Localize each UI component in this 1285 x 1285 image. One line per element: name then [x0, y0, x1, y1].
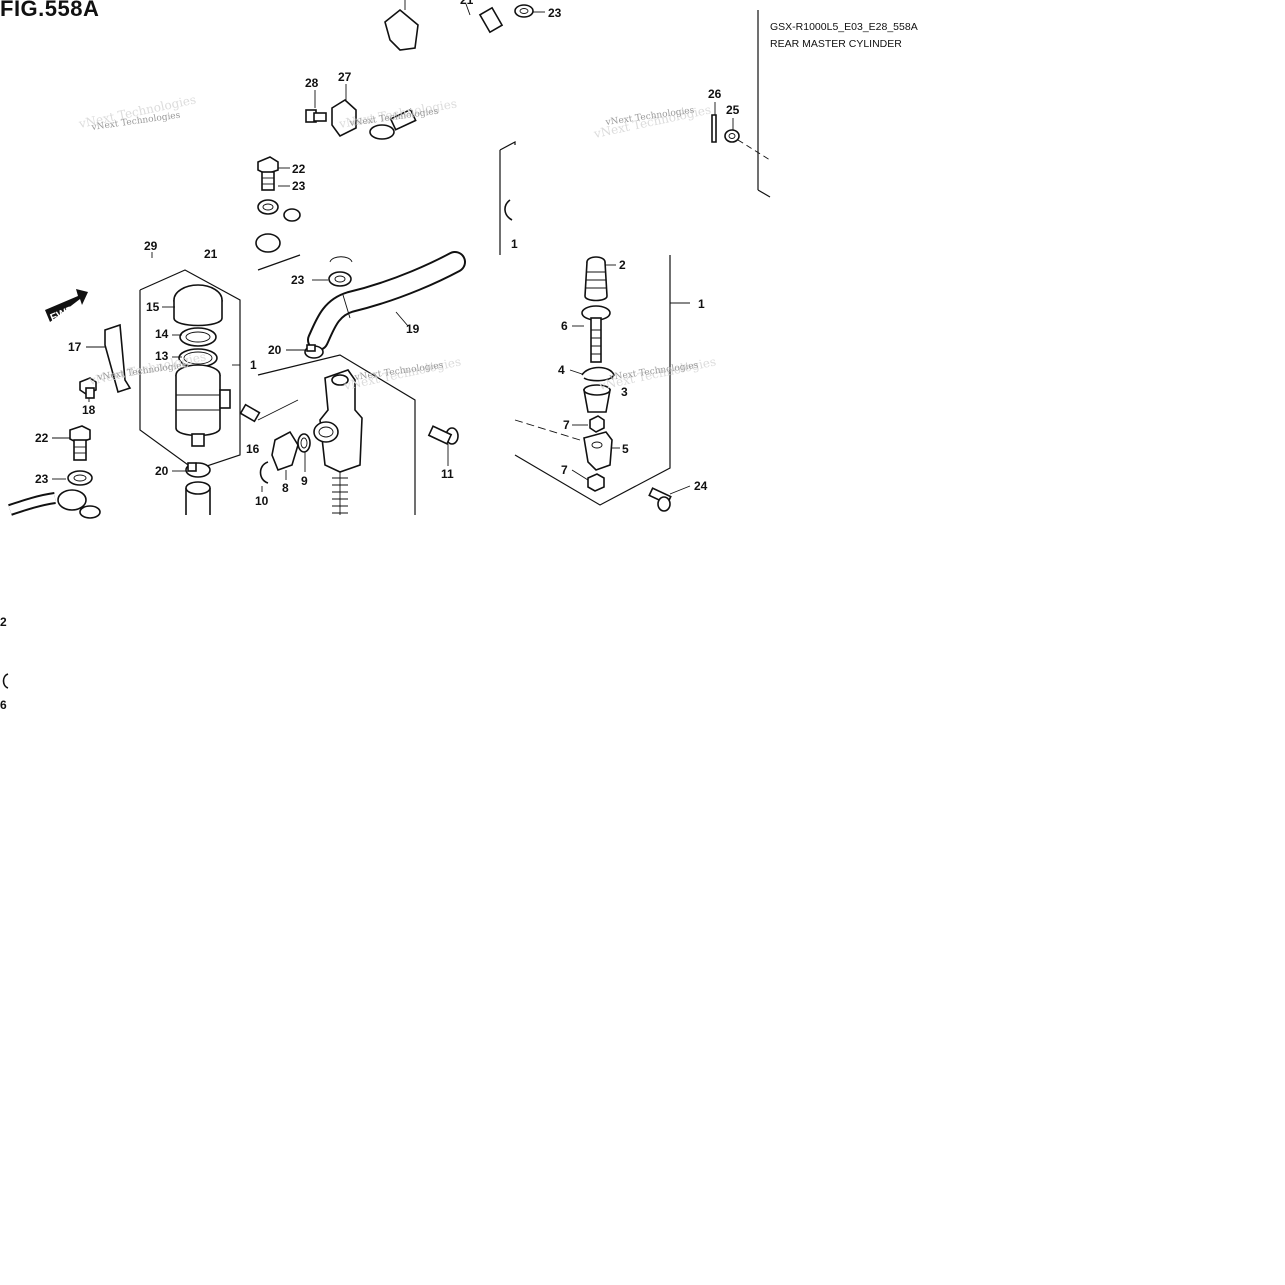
- master-cylinder-body: [313, 369, 363, 515]
- circlip-inner: [504, 199, 513, 221]
- callout-29: 29: [144, 239, 158, 253]
- callout-8: 8: [282, 481, 289, 495]
- washer-25: [724, 129, 740, 143]
- connector-8: [271, 430, 299, 472]
- reservoir-body: [175, 364, 231, 447]
- cotter-pin-26: [711, 114, 717, 143]
- bracket-17: [104, 323, 132, 394]
- plate-14: [179, 327, 217, 347]
- reservoir-hose-19: [307, 251, 466, 351]
- washer-23-top: [514, 4, 534, 18]
- callout-19: 19: [406, 322, 420, 336]
- circlip-10: [259, 461, 269, 484]
- screw-11: [427, 425, 459, 445]
- callout-20: 20: [268, 343, 282, 357]
- bolt-28: [305, 109, 327, 123]
- banjo-bolt-22-upper: [257, 156, 279, 191]
- master-cylinder-frame: [257, 254, 416, 515]
- callout-labels: 21 23 28 27 22 23 29 21 15 14 13 1 17 18…: [0, 0, 740, 712]
- figure-title: FIG.558A: [0, 0, 100, 21]
- clamp-27: [331, 99, 357, 138]
- hose-clip-top: [384, 0, 419, 51]
- callout-7: 7: [561, 463, 568, 477]
- brake-hose-lower: [8, 489, 101, 519]
- banjo-bolt-22-lower: [69, 425, 91, 461]
- o-ring-9: [297, 433, 311, 453]
- push-rod-boot-2: [584, 256, 608, 302]
- callout-21: 21: [460, 0, 474, 7]
- callout-26: 26: [708, 87, 722, 101]
- callout-9: 9: [301, 474, 308, 488]
- callout-24: 24: [694, 479, 708, 493]
- callout-23: 23: [35, 472, 49, 486]
- callout-22: 22: [292, 162, 306, 176]
- piston-assembly-frame: [499, 141, 671, 506]
- callout-22: 22: [35, 431, 49, 445]
- hose-union-fitting: [369, 108, 417, 140]
- bolt-18: [79, 377, 97, 399]
- callout-17: 17: [68, 340, 82, 354]
- watermarks: vNext Technologies vNext Technologies vN…: [77, 92, 717, 393]
- callout-edge-6: 6: [0, 698, 7, 712]
- callout-2: 2: [619, 258, 626, 272]
- callout-13: 13: [155, 349, 169, 363]
- callout-1: 1: [250, 358, 257, 372]
- callout-18: 18: [82, 403, 96, 417]
- fwd-arrow-icon: FWD: [45, 289, 88, 324]
- callout-23: 23: [291, 273, 305, 287]
- callout-edge-2: 2: [0, 615, 7, 629]
- callout-6: 6: [561, 319, 568, 333]
- callout-23: 23: [548, 6, 562, 20]
- info-panel-frame: [737, 10, 771, 198]
- callout-25: 25: [726, 103, 740, 117]
- reservoir-assembly-frame: [139, 269, 241, 471]
- callout-20: 20: [155, 464, 169, 478]
- callout-23: 23: [292, 179, 306, 193]
- leader-lines: [52, 3, 734, 495]
- washer-23-middle: [328, 256, 353, 287]
- callout-1: 1: [511, 237, 518, 251]
- washer-23-lower: [67, 470, 93, 486]
- model-code: GSX-R1000L5_E03_E28_558A: [770, 21, 918, 33]
- connector-16: [239, 403, 261, 423]
- callout-15: 15: [146, 300, 160, 314]
- circlip-4: [581, 366, 615, 382]
- callout-4: 4: [558, 363, 565, 377]
- callout-16: 16: [246, 442, 260, 456]
- hose-clip-20-upper: [304, 344, 324, 359]
- hose-clip-20-lower: [185, 462, 211, 478]
- banjo-fitting-upper: [255, 208, 301, 253]
- callout-10: 10: [255, 494, 269, 508]
- reservoir-hose-stub: [185, 481, 211, 515]
- callout-7: 7: [563, 418, 570, 432]
- diagram-subtitle: REAR MASTER CYLINDER: [770, 38, 902, 50]
- washer-23-left: [257, 199, 279, 215]
- callout-1: 1: [698, 297, 705, 311]
- callout-11: 11: [441, 467, 454, 481]
- callout-21: 21: [204, 247, 218, 261]
- callout-3: 3: [621, 385, 628, 399]
- callout-27: 27: [338, 70, 352, 84]
- callout-5: 5: [622, 442, 629, 456]
- clevis-5: [583, 431, 613, 471]
- reservoir-cap-15: [173, 284, 223, 327]
- callout-14: 14: [155, 327, 169, 341]
- nut-7-upper: [589, 415, 605, 433]
- callout-28: 28: [305, 76, 319, 90]
- boot-3: [583, 384, 611, 413]
- pin-24: [648, 487, 672, 512]
- nut-7-lower: [587, 473, 605, 492]
- push-rod-6: [581, 305, 611, 363]
- edge-clip-glyph: [2, 673, 9, 689]
